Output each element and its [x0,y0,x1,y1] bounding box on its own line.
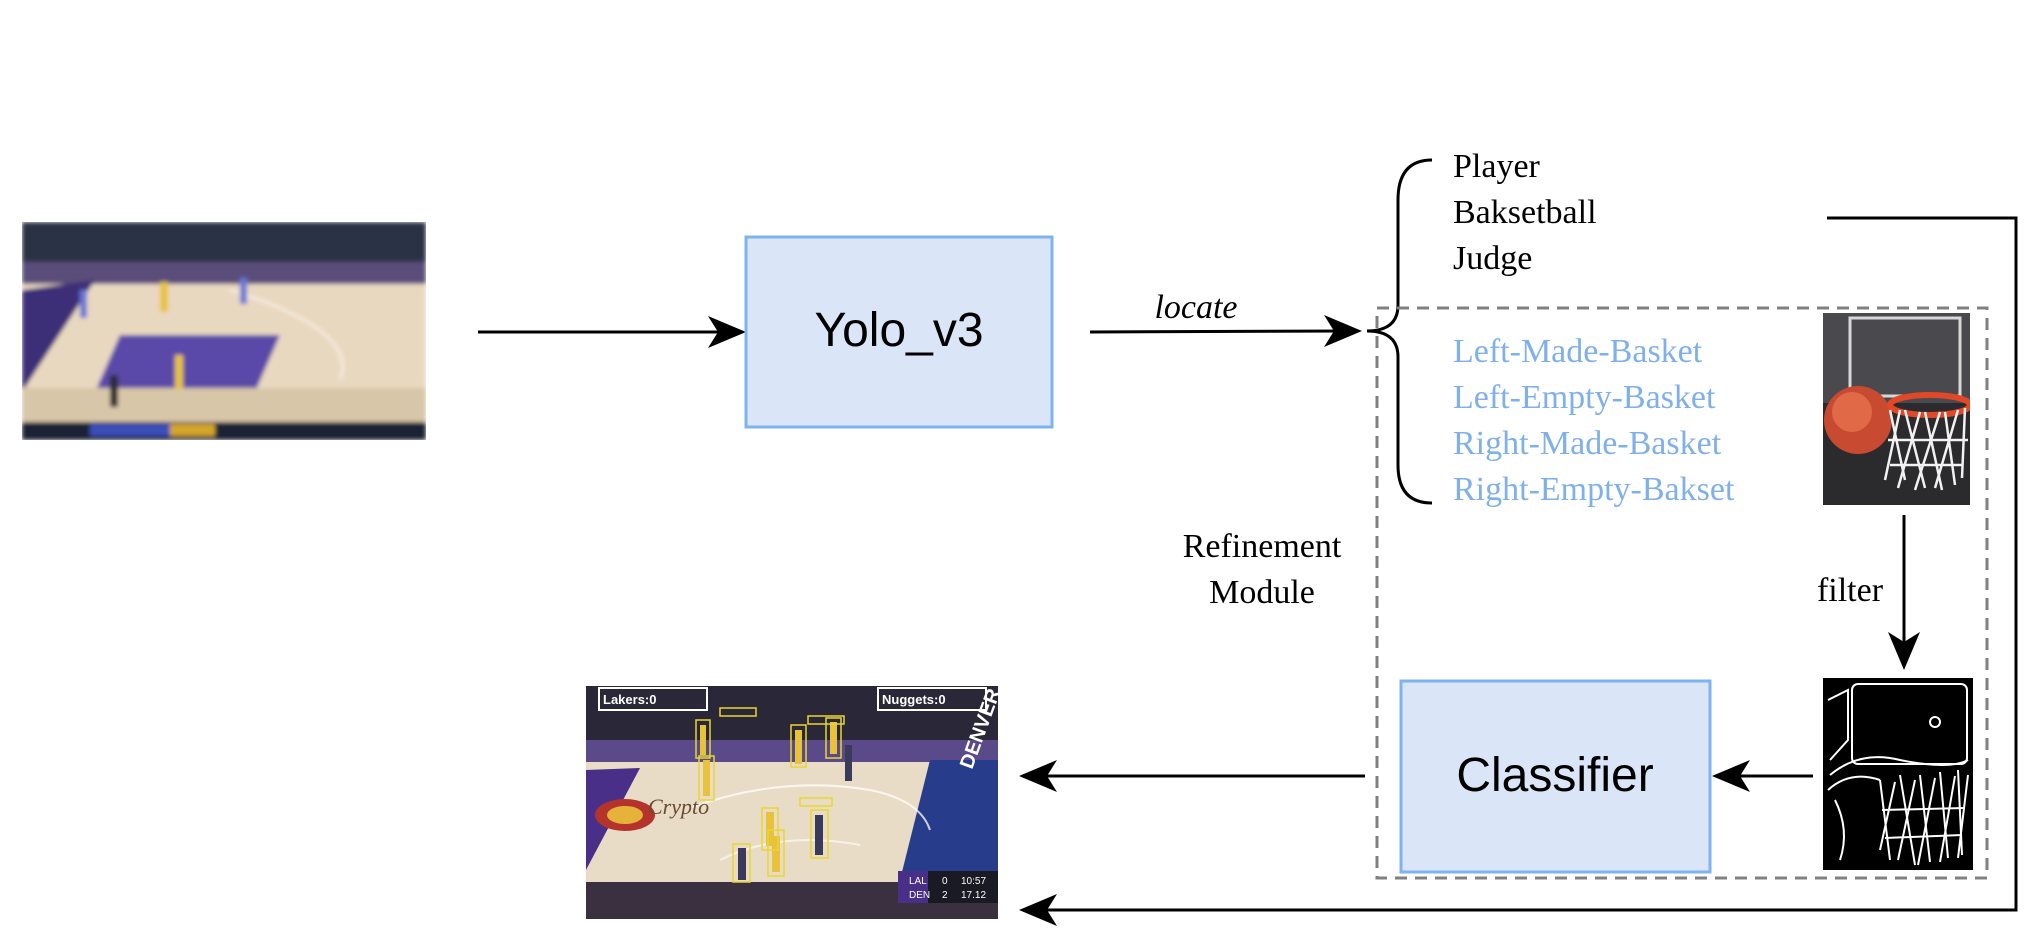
court-logo: Crypto [648,794,709,819]
arrow-locate: locate [1089,289,1362,347]
refinement-line1: Refinement [1183,528,1342,565]
arrow-input-to-yolo [478,316,746,348]
class-brace [1366,158,1433,505]
class-right-made-basket: Right-Made-Basket [1453,425,1722,462]
refinement-line2: Module [1209,574,1315,611]
class-left-made-basket: Left-Made-Basket [1453,333,1703,370]
basket-crop-image [1823,313,1970,505]
class-right-empty-basket: Right-Empty-Bakset [1453,471,1735,508]
edge-map-image [1823,678,1973,870]
baseline-text: DENVER NUGGETS [956,588,1041,772]
scorebug-score1: 0 [942,876,948,887]
arrow-filter: filter [1817,515,1920,670]
classifier-node: Classifier [1399,679,1712,874]
class-player: Player [1453,148,1541,185]
scorebug-team1: LAL [909,876,927,887]
refinement-module-label: Refinement Module [1183,528,1342,611]
feedback-connector [1019,216,2018,926]
class-left-empty-basket: Left-Empty-Basket [1453,379,1716,416]
filter-label: filter [1817,572,1884,609]
yolo-label: Yolo_v3 [814,304,983,357]
object-class-list: Player Baksetball Judge [1453,148,1597,277]
scorebug-time1: 10:57 [961,876,986,887]
locate-label: locate [1154,289,1237,326]
scorebug-score2: 2 [942,890,948,901]
output-frame-image: Crypto DENVER NUGGETS [586,588,1041,919]
yolo-node: Yolo_v3 [744,235,1054,429]
home-score: Lakers:0 [603,692,656,707]
classifier-label: Classifier [1456,749,1653,802]
arrow-classifier-to-output [1019,760,1365,792]
basket-class-list: Left-Made-Basket Left-Empty-Basket Right… [1453,333,1735,508]
class-judge: Judge [1453,240,1532,277]
refinement-module-region [1375,306,1989,880]
scorebug-team2: DEN [909,890,930,901]
class-basketball: Baksetball [1453,194,1597,231]
input-frame-image [22,222,426,440]
away-score: Nuggets:0 [882,692,946,707]
scorebug-time2: 17.12 [961,890,986,901]
arrow-edge-to-classifier [1712,760,1813,792]
